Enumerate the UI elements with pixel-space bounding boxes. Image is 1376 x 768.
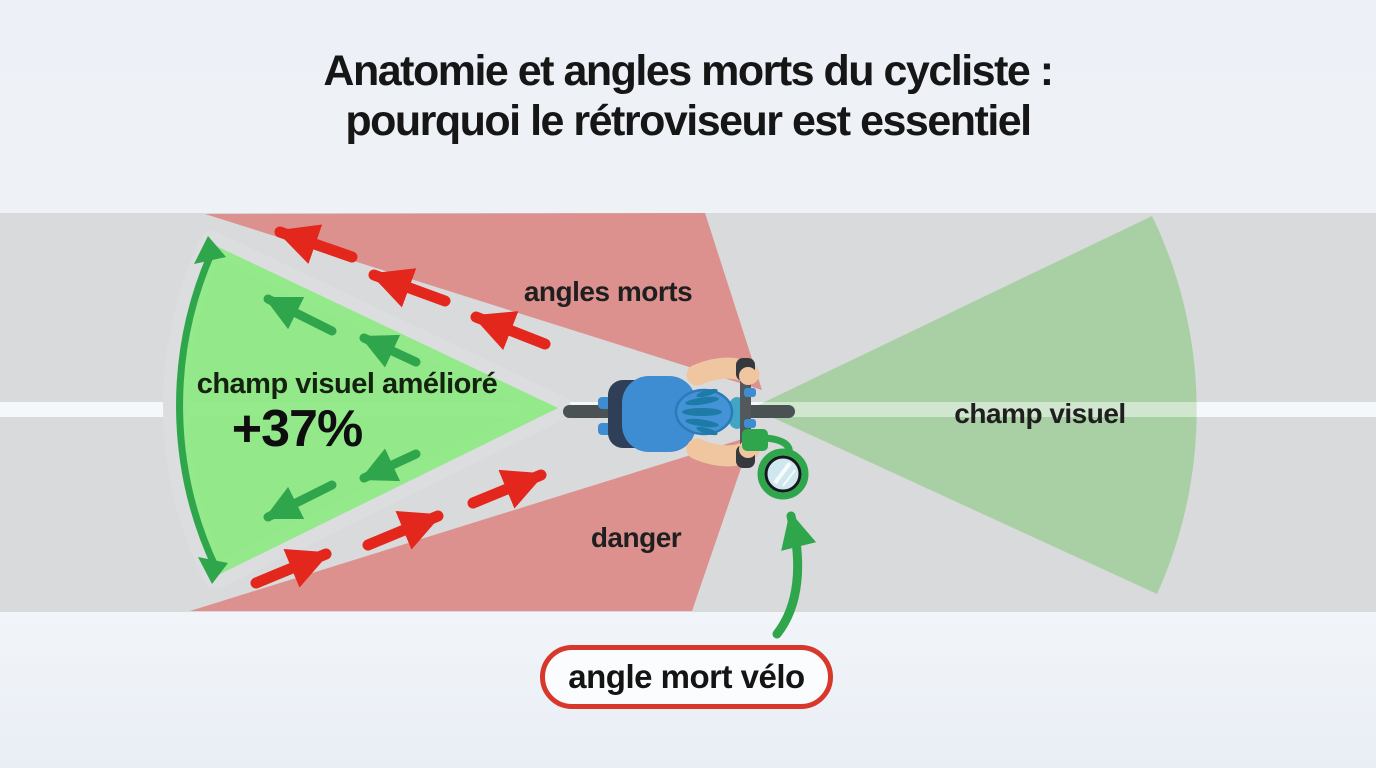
arc-arrowhead-bottom-icon (198, 557, 228, 584)
danger-label: danger (591, 522, 682, 553)
torso (622, 376, 696, 452)
helmet-vent (685, 418, 719, 428)
field-of-view-label: champ visuel (954, 398, 1125, 429)
page-title: Anatomie et angles morts du cycliste : p… (0, 46, 1376, 147)
cyclist-top-view (563, 357, 795, 468)
bike-mirror (742, 429, 809, 500)
title-line-1: Anatomie et angles morts du cycliste : (323, 47, 1054, 95)
improved-field-label: champ visuel amélioré (197, 368, 498, 400)
improved-field-arc (176, 248, 220, 572)
red-arrow (368, 268, 451, 308)
mirror-mount (742, 429, 768, 451)
title-line-2: pourquoi le rétroviseur est essentiel (345, 97, 1032, 146)
hand-top (739, 367, 757, 385)
red-arrows-upper (274, 224, 551, 351)
bike-blind-spot-callout: angle mort vélo (540, 645, 833, 709)
blind-spots-label: angles morts (524, 276, 692, 307)
red-arrow (470, 311, 551, 351)
blind-spot-zone-lower (190, 436, 752, 611)
road-centerline-left (0, 402, 192, 417)
red-arrow (250, 548, 332, 589)
helmet-vent (696, 388, 718, 398)
green-arrow (263, 294, 337, 336)
red-arrow (362, 510, 444, 551)
brake-lever-bottom (744, 419, 756, 428)
red-arrow (274, 224, 358, 265)
red-arrows-lower (250, 469, 547, 589)
improved-field-value: +37% (232, 400, 362, 458)
brake-lever-top (744, 388, 756, 397)
helmet-vents (682, 388, 722, 436)
mirror-pointer-arrow (772, 511, 817, 639)
green-arrows (263, 294, 421, 522)
green-arrow (359, 448, 421, 483)
helmet-vent (696, 426, 718, 436)
road-centerline-right (1205, 402, 1376, 417)
bike-blind-spot-label: angle mort vélo (568, 658, 805, 695)
mirror-reflection (782, 469, 796, 487)
helmet-vent (685, 396, 719, 406)
red-arrow (467, 469, 547, 509)
green-arrow (359, 333, 421, 368)
mirror-reflection (773, 461, 792, 485)
green-arrow (263, 480, 337, 522)
helmet-vent (682, 408, 722, 416)
arc-arrowhead-top-icon (194, 236, 226, 264)
field-of-view-cone (752, 216, 1197, 594)
